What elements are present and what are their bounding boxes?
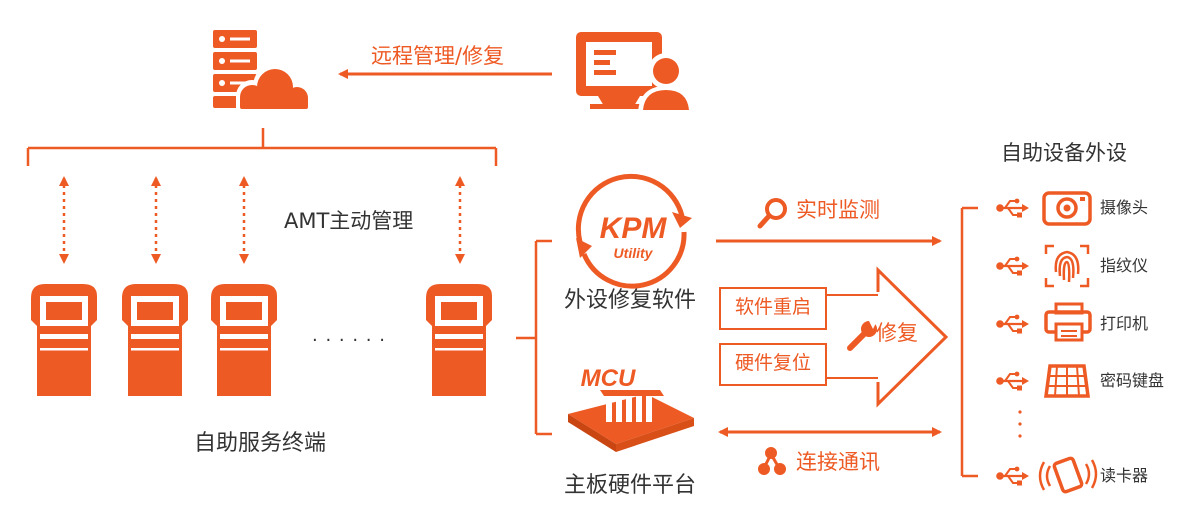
network-icon xyxy=(758,447,786,475)
search-icon xyxy=(757,198,787,229)
kiosk-icons xyxy=(31,284,492,396)
kpm-label: 外设修复软件 xyxy=(564,288,697,313)
fingerprint-icon xyxy=(1044,244,1090,288)
hardware-reset-box xyxy=(719,343,827,386)
peripheral-label-camera: 摄像头 xyxy=(1100,198,1149,217)
printer-icon xyxy=(1044,302,1092,342)
wrench-icon xyxy=(847,321,877,351)
kpm-utility-logo: KPM Utility xyxy=(575,173,692,289)
software-restart-label: 软件重启 xyxy=(734,296,811,318)
repair-big-arrow xyxy=(876,266,949,408)
mcu-board-icon: MCU xyxy=(568,365,694,452)
connect-comm-label: 连接通讯 xyxy=(796,450,880,474)
kpm-logo-sub: Utility xyxy=(614,245,654,261)
repair-label: 修复 xyxy=(876,321,918,345)
terminals-label: 自助服务终端 xyxy=(194,431,327,456)
peripheral-bracket xyxy=(960,206,978,478)
software-restart-box xyxy=(719,287,827,330)
camera-icon xyxy=(1042,191,1092,226)
peripheral-label-card-reader: 读卡器 xyxy=(1100,466,1149,485)
remote-repair-label: 远程管理/修复 xyxy=(371,44,505,68)
realtime-monitor-label: 实时监测 xyxy=(796,198,880,222)
vertical-ellipsis xyxy=(1018,410,1022,438)
mcu-logo-text: MCU xyxy=(581,365,636,392)
keypad-icon xyxy=(1044,364,1090,398)
server-bracket xyxy=(26,128,498,166)
card-reader-icon xyxy=(1038,456,1098,494)
kpm-logo-text: KPM xyxy=(600,212,668,245)
mcu-label: 主板硬件平台 xyxy=(564,473,697,498)
middle-bracket xyxy=(516,239,552,436)
server-cloud-icon xyxy=(213,30,312,115)
amt-arrows xyxy=(59,176,465,264)
amt-label: AMT主动管理 xyxy=(284,209,414,233)
peripheral-label-keypad: 密码键盘 xyxy=(1100,371,1165,390)
hardware-reset-label: 硬件复位 xyxy=(734,352,811,374)
peripheral-label-printer: 打印机 xyxy=(1100,314,1149,333)
admin-computer-icon xyxy=(576,32,694,112)
peripherals-title: 自助设备外设 xyxy=(1001,141,1127,165)
ellipsis: · · · · · · xyxy=(312,330,386,351)
usb-icons xyxy=(995,197,1031,487)
peripheral-label-fingerprint: 指纹仪 xyxy=(1100,256,1149,275)
